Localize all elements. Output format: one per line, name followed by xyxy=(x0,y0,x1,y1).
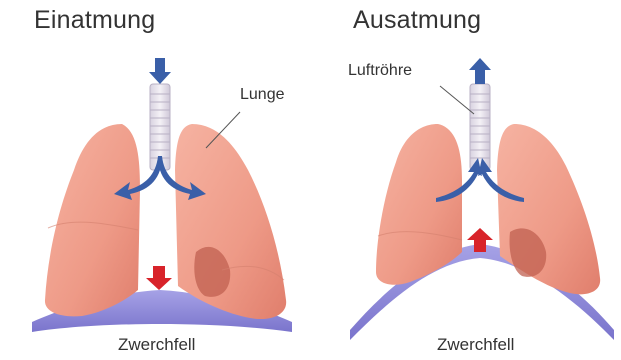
air-in-arrow xyxy=(149,58,171,84)
trachea-label: Luftröhre xyxy=(348,62,412,80)
diaphragm-label-right: Zwerchfell xyxy=(437,335,514,355)
exhalation-panel xyxy=(350,58,614,340)
diaphragm-down-arrow xyxy=(146,266,172,290)
left-lung-exhalation xyxy=(376,124,462,285)
diaphragm-label-left: Zwerchfell xyxy=(118,335,195,355)
right-lung-inhalation xyxy=(175,124,286,319)
left-lung-inhalation xyxy=(45,124,140,316)
lung-label: Lunge xyxy=(240,86,285,104)
luftroehre-pointer-line xyxy=(440,86,474,114)
trachea-exhalation xyxy=(470,84,490,170)
air-out-arrow xyxy=(469,58,491,84)
right-lung-exhalation xyxy=(497,124,600,294)
